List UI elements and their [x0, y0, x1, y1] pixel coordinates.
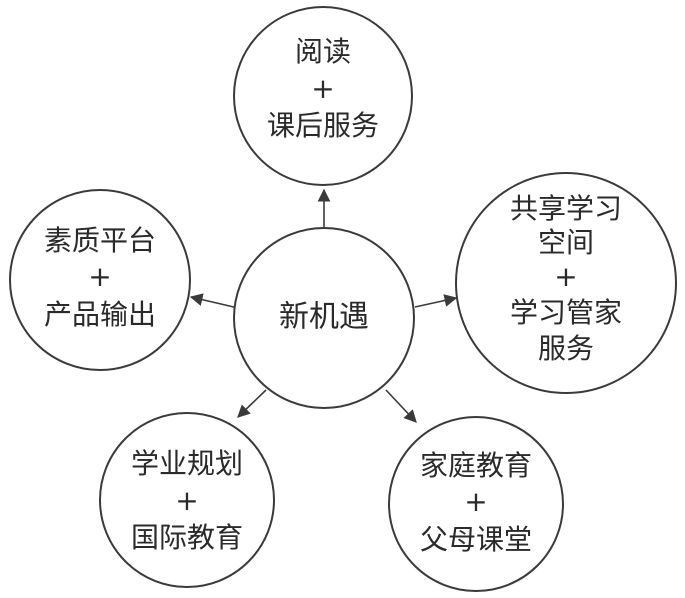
node-line: +	[311, 72, 334, 105]
node-line: 父母课堂	[420, 523, 532, 556]
node-line: 阅读	[295, 35, 351, 68]
node-line: 素质平台	[44, 224, 156, 257]
node-line: 学习管家	[510, 296, 622, 329]
node-line: 共享学习	[510, 192, 622, 225]
node-line: 课后服务	[267, 109, 379, 142]
node-quality-platform: 素质平台 + 产品输出	[9, 189, 191, 371]
node-line: 国际教育	[131, 521, 243, 554]
center-label: 新机遇	[279, 300, 369, 335]
node-line: 家庭教育	[420, 449, 532, 482]
node-academic-planning: 学业规划 + 国际教育	[99, 412, 275, 588]
node-line: 服务	[538, 332, 594, 365]
arrow-to-bottom-right	[385, 389, 417, 423]
arrow-to-left	[189, 293, 239, 309]
node-line: 学业规划	[131, 447, 243, 480]
node-line: +	[554, 260, 577, 293]
node-line: 空间	[538, 226, 594, 259]
arrow-to-right	[414, 294, 458, 308]
node-reading-after-school: 阅读 + 课后服务	[233, 6, 413, 186]
node-family-education: 家庭教育 + 父母课堂	[388, 416, 564, 592]
node-line: +	[175, 484, 198, 517]
node-line: +	[88, 260, 111, 293]
arrow-to-bottom-left	[237, 389, 267, 418]
node-line: 产品输出	[44, 298, 156, 331]
connector-arrows	[189, 188, 458, 423]
node-new-opportunity: 新机遇	[233, 227, 415, 409]
node-line: +	[464, 485, 487, 518]
node-shared-study-space: 共享学习 空间 + 学习管家 服务	[455, 172, 677, 394]
